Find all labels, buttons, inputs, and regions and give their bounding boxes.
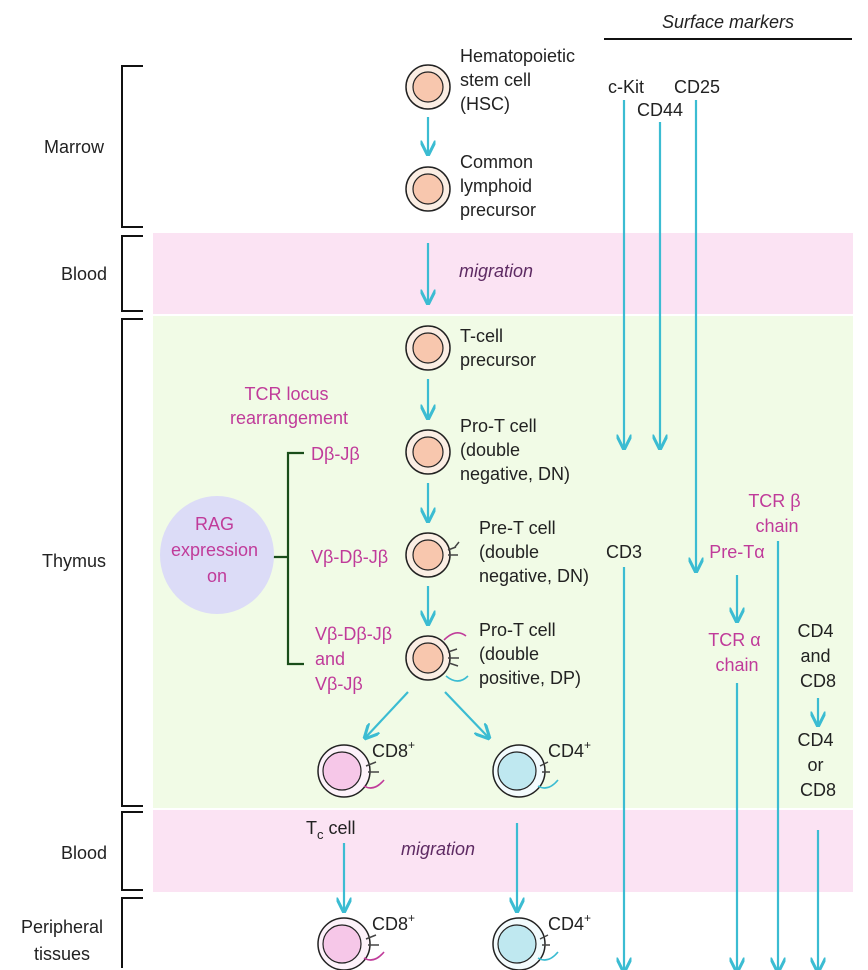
label-pro-t-dn: Pro-T cell (double negative, DN) (460, 416, 570, 484)
peripheral-bracket (121, 897, 143, 968)
marker-cd4-or-cd8: CD4 or CD8 (797, 730, 838, 800)
surface-markers-title: Surface markers (662, 12, 794, 32)
cell-hsc (405, 64, 451, 110)
marker-cd3: CD3 (606, 542, 642, 562)
cell-t-cell-precursor (405, 325, 451, 371)
rearrangement-step1: Dβ-Jβ (311, 444, 360, 464)
cell-pre-t-dn (405, 532, 460, 578)
marker-cd4-and-cd8: CD4 and CD8 (797, 621, 838, 691)
label-t-cell-precursor: T-cell precursor (460, 326, 536, 370)
rearrangement-step3: Vβ-Dβ-Jβ and Vβ-Jβ (315, 624, 397, 694)
label-pro-t-dp: Pro-T cell (double positive, DP) (479, 620, 581, 688)
arrow-dp-to-cd8 (366, 691, 409, 737)
region-label-blood-lower: Blood (61, 843, 107, 863)
cell-pro-t-dp (405, 632, 469, 682)
cell-cd4-peripheral (492, 917, 559, 970)
rearrangement-step2: Vβ-Dβ-Jβ (311, 547, 388, 567)
cell-pro-t-dn (405, 429, 451, 475)
region-label-marrow: Marrow (44, 137, 105, 157)
marrow-bracket (121, 65, 143, 228)
label-cd8-thymus: CD8+ (372, 738, 415, 761)
thymus-bracket (121, 318, 143, 807)
label-common-lymphoid-precursor: Common lymphoid precursor (460, 152, 538, 220)
label-cd4-thymus: CD4+ (548, 738, 591, 761)
region-label-thymus: Thymus (42, 551, 106, 571)
rearrangement-title: TCR locus rearrangement (230, 384, 348, 428)
blood-bracket-upper (121, 235, 143, 312)
label-cd8-peripheral: CD8+ (372, 911, 415, 934)
label-hsc: Hematopoietic stem cell (HSC) (460, 46, 580, 114)
blood-bracket-lower (121, 811, 143, 891)
blood-band-lower (153, 810, 853, 892)
label-cd4-peripheral: CD4+ (548, 911, 591, 934)
label-pre-t-dn: Pre-T cell (double negative, DN) (479, 518, 589, 586)
marker-pre-ta: Pre-Tα (709, 542, 764, 562)
region-label-peripheral: Peripheral (21, 917, 103, 937)
blood-band-upper (153, 233, 853, 314)
marker-tcra: TCR α chain (708, 630, 765, 675)
cell-cd8-peripheral (317, 917, 385, 970)
cell-cd4-thymus (492, 744, 559, 798)
marker-cd25: CD25 (674, 77, 720, 97)
region-label-tissues: tissues (34, 944, 90, 964)
cell-common-lymphoid-precursor (405, 166, 451, 212)
rag-label: RAG expression on (171, 514, 263, 586)
region-label-blood-upper: Blood (61, 264, 107, 284)
migration-label-upper: migration (459, 261, 533, 281)
rag-oval (160, 496, 274, 614)
migration-label-lower: migration (401, 839, 475, 859)
arrow-dp-to-cd4 (444, 691, 488, 737)
label-tc-cell: Tc cell (306, 818, 356, 842)
marker-ckit: c-Kit (608, 77, 644, 97)
marker-cd44: CD44 (637, 100, 683, 120)
cell-cd8-thymus (317, 744, 385, 798)
marker-tcrb: TCR β chain (748, 491, 805, 536)
